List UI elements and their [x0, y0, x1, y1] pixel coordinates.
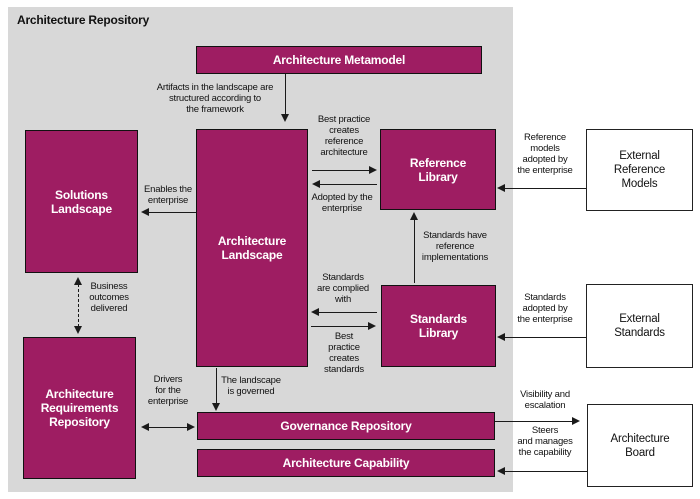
box-architecture-capability: Architecture Capability — [197, 449, 495, 477]
arrow-governance-to-board-line — [495, 421, 573, 422]
box-architecture-board: Architecture Board — [587, 404, 693, 487]
arrow-landscape-to-reference-line — [312, 170, 370, 171]
box-architecture-metamodel: Architecture Metamodel — [196, 46, 482, 74]
label-steers-manages: Steers and manages the capability — [517, 425, 573, 458]
arrow-reference-to-landscape-line — [319, 184, 377, 185]
label-business-outcomes: Business outcomes delivered — [89, 281, 129, 314]
arrow-landscape-to-standards-head — [368, 322, 376, 330]
arrow-extstd-to-standards-head — [497, 333, 505, 341]
arrow-extstd-to-standards-line — [504, 337, 586, 338]
arrow-business-outcomes-line — [78, 284, 79, 327]
arrow-standards-to-reference-line — [414, 219, 415, 283]
arrow-landscape-to-solutions-line — [148, 212, 196, 213]
box-reference-library: Reference Library — [380, 129, 496, 210]
page-title: Architecture Repository — [17, 13, 150, 27]
arrow-landscape-to-governance-head — [212, 403, 220, 411]
label-landscape-governed: The landscape is governed — [221, 375, 281, 397]
arrow-metamodel-to-landscape-line — [285, 74, 286, 115]
label-reference-models-adopted: Reference models adopted by the enterpri… — [517, 132, 573, 176]
box-solutions-landscape: Solutions Landscape — [25, 130, 138, 273]
arrow-extref-to-reference-head — [497, 184, 505, 192]
arrow-board-to-capability-line — [504, 471, 587, 472]
box-standards-library: Standards Library — [381, 285, 496, 367]
box-external-standards: External Standards — [586, 284, 693, 368]
box-governance-repository: Governance Repository — [197, 412, 495, 440]
label-enables-enterprise: Enables the enterprise — [144, 184, 192, 206]
arrow-business-outcomes-up-head — [74, 277, 82, 285]
arrow-standards-to-reference-head — [410, 212, 418, 220]
arrow-standards-to-landscape-line — [318, 312, 377, 313]
arrow-standards-to-landscape-head — [311, 308, 319, 316]
label-standards-have-reference: Standards have reference implementations — [421, 230, 489, 263]
arrow-landscape-to-standards-line — [311, 326, 369, 327]
arrow-drivers-line — [148, 427, 188, 428]
arrow-board-to-capability-head — [497, 467, 505, 475]
label-best-practice-standards: Best practice creates standards — [324, 331, 364, 375]
arrow-landscape-to-governance-line — [216, 368, 217, 404]
label-visibility-escalation: Visibility and escalation — [520, 389, 570, 411]
label-best-practice-reference: Best practice creates reference architec… — [317, 114, 371, 158]
arrow-landscape-to-solutions-head — [141, 208, 149, 216]
label-standards-complied: Standards are complied with — [317, 272, 369, 305]
arrow-extref-to-reference-line — [504, 188, 586, 189]
box-architecture-landscape: Architecture Landscape — [196, 129, 308, 367]
label-artifacts-structured: Artifacts in the landscape are structure… — [156, 82, 274, 115]
label-adopted-by-enterprise: Adopted by the enterprise — [311, 192, 373, 214]
arrow-metamodel-to-landscape-head — [281, 114, 289, 122]
arrow-landscape-to-reference-head — [369, 166, 377, 174]
arrow-reference-to-landscape-head — [312, 180, 320, 188]
arrow-drivers-right-head — [187, 423, 195, 431]
arrow-business-outcomes-down-head — [74, 326, 82, 334]
arrow-drivers-left-head — [141, 423, 149, 431]
arrow-governance-to-board-head — [572, 417, 580, 425]
box-architecture-requirements-repository: Architecture Requirements Repository — [23, 337, 136, 479]
label-drivers-enterprise: Drivers for the enterprise — [147, 374, 189, 407]
label-standards-adopted: Standards adopted by the enterprise — [517, 292, 573, 325]
box-external-reference-models: External Reference Models — [586, 129, 693, 211]
